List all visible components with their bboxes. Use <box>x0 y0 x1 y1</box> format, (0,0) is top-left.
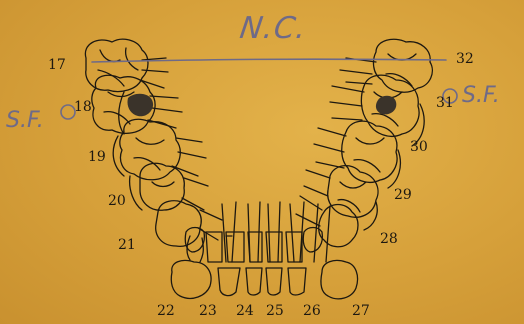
tooth-number-25: 25 <box>266 304 284 318</box>
tooth-number-19: 19 <box>88 150 106 164</box>
tooth-number-20: 20 <box>108 194 126 208</box>
tooth-number-24: 24 <box>236 304 254 318</box>
tooth-number-22: 22 <box>157 304 175 318</box>
tooth-25-outline <box>266 202 282 295</box>
tooth-24-outline <box>246 202 262 295</box>
tooth-number-21: 21 <box>118 238 136 252</box>
tooth-number-29: 29 <box>394 188 412 202</box>
tooth-number-31: 31 <box>436 96 454 110</box>
tooth-number-26: 26 <box>303 304 321 318</box>
tooth-number-32: 32 <box>456 52 474 66</box>
sf-left-annotation: S.F. <box>6 110 44 132</box>
tooth-29-outline <box>304 166 378 218</box>
tooth-17-outline <box>85 39 168 91</box>
nc-annotation: N.C. <box>238 14 309 44</box>
tooth-32-outline <box>340 39 432 92</box>
tooth-number-30: 30 <box>410 140 428 154</box>
sf-right-annotation: S.F. <box>462 85 500 107</box>
tooth-number-27: 27 <box>352 304 370 318</box>
tooth-number-18: 18 <box>74 100 92 114</box>
pencil-marks <box>61 59 457 119</box>
tooth-26-outline <box>288 202 306 295</box>
tooth-number-28: 28 <box>380 232 398 246</box>
tooth-19-outline <box>120 119 206 180</box>
tooth-23-outline <box>218 202 240 296</box>
sf-left-circle <box>61 105 75 119</box>
tooth-30-outline <box>314 121 397 182</box>
tooth-number-17: 17 <box>48 58 66 72</box>
tooth-20-outline <box>140 163 208 210</box>
tooth-31-outline <box>330 75 419 136</box>
tooth-number-23: 23 <box>199 304 217 318</box>
tooth-22-outline <box>171 236 211 298</box>
